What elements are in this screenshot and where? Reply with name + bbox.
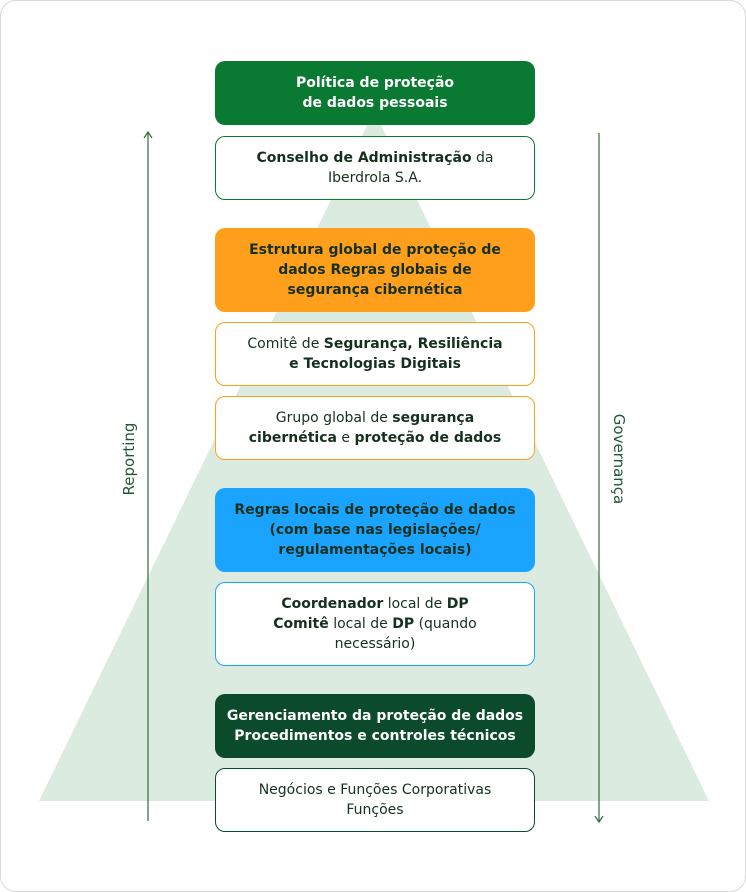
- box-text-line: de dados pessoais: [296, 93, 454, 113]
- box-text-line: Funções: [259, 800, 492, 820]
- box-text-line: regulamentações locais): [234, 540, 515, 560]
- box-text-segment: Gerenciamento da proteção de dados: [226, 708, 524, 724]
- box-text-segment: (com base nas legislações/: [269, 522, 481, 538]
- box-text-line: Coordenador local de DP: [273, 594, 476, 614]
- box-text-segment: Negócios e Funções Corporativas: [258, 782, 492, 798]
- box-text-segment: Comitê de: [247, 336, 324, 352]
- box-text-segment: segurança: [392, 410, 475, 426]
- box-text-line: Grupo global de segurança: [249, 408, 502, 428]
- box-text-segment: regulamentações locais): [278, 542, 472, 558]
- box-text-segment: Coordenador: [281, 596, 384, 612]
- box-text-segment: Funções: [346, 802, 404, 818]
- box-text-line: segurança cibernética: [249, 280, 501, 300]
- box-text-line: Negócios e Funções Corporativas: [259, 780, 492, 800]
- box-text: Estrutura global de proteção de dados Reg…: [249, 240, 501, 300]
- box-text-segment: Procedimentos e controles técnicos: [234, 728, 516, 744]
- governance-label: Governança: [610, 413, 628, 505]
- box-text-segment: DP: [392, 616, 415, 632]
- box-text-line: Comitê de Segurança, Resiliência: [247, 334, 502, 354]
- reporting-label: Reporting: [120, 422, 138, 496]
- box-security-resilience-committee: Comitê de Segurança, Resiliência e Tecnol…: [215, 322, 535, 386]
- box-text-line: Regras locais de proteção de dados: [234, 500, 515, 520]
- box-text-segment: (quando: [414, 616, 477, 632]
- box-text-line: necessário): [273, 634, 476, 654]
- box-text-line: Iberdrola S.A.: [256, 168, 493, 188]
- box-text-line: Estrutura global de proteção de: [249, 240, 501, 260]
- box-data-protection-policy: Política de proteção de dados pessoais: [215, 61, 535, 125]
- box-text-segment: Comitê: [273, 616, 329, 632]
- box-text-segment: local de: [328, 616, 393, 632]
- box-text-segment: cibernética: [248, 430, 337, 446]
- box-text-segment: Regras locais de proteção de dados: [234, 502, 516, 518]
- reporting-arrow: [143, 130, 153, 821]
- box-text: Comitê de Segurança, Resiliência e Tecnol…: [247, 334, 502, 374]
- box-text-line: Procedimentos e controles técnicos: [227, 726, 523, 746]
- box-text-line: e Tecnologias Digitais: [247, 354, 502, 374]
- box-text-line: dados Regras globais de: [249, 260, 501, 280]
- box-text-line: Gerenciamento da proteção de dados: [227, 706, 523, 726]
- box-text-segment: segurança cibernética: [287, 282, 463, 298]
- box-text-line: Política de proteção: [296, 73, 454, 93]
- box-text-segment: da: [471, 150, 494, 166]
- box-text: Política de proteção de dados pessoais: [296, 73, 454, 113]
- box-text-segment: e Tecnologias Digitais: [289, 356, 461, 372]
- box-text-segment: DP: [446, 596, 469, 612]
- box-text-line: Comitê local de DP (quando: [273, 614, 476, 634]
- box-text-segment: Segurança, Resiliência: [323, 336, 503, 352]
- box-global-data-protection-structure: Estrutura global de proteção de dados Reg…: [215, 228, 535, 312]
- governance-arrow: [594, 133, 604, 824]
- box-text-segment: Conselho de Administração: [256, 150, 472, 166]
- box-text-segment: Política de proteção: [295, 75, 455, 91]
- box-text-segment: Grupo global de: [275, 410, 393, 426]
- box-text-segment: e: [336, 430, 355, 446]
- box-text: Regras locais de proteção de dados (com b…: [234, 500, 515, 560]
- box-local-data-protection-rules: Regras locais de proteção de dados (com b…: [215, 488, 535, 572]
- box-text-line: (com base nas legislações/: [234, 520, 515, 540]
- box-text-segment: Iberdrola S.A.: [327, 170, 423, 186]
- box-text-line: Conselho de Administração da: [256, 148, 493, 168]
- box-text-segment: necessário): [334, 636, 416, 652]
- box-text-segment: proteção de dados: [354, 430, 502, 446]
- box-text-line: cibernética e proteção de dados: [249, 428, 502, 448]
- box-text-segment: de dados pessoais: [302, 95, 448, 111]
- box-text-segment: Estrutura global de proteção de: [249, 242, 501, 258]
- box-text-segment: dados Regras globais de: [278, 262, 472, 278]
- box-text-segment: local de: [383, 596, 447, 612]
